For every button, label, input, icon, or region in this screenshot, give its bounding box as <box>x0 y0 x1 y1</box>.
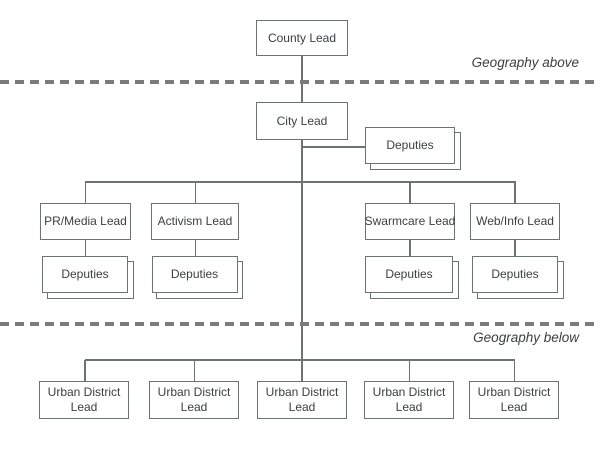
connector-stub-district-5 <box>513 360 515 381</box>
node-urban-district-lead-3: Urban District Lead <box>257 381 347 419</box>
node-swarmcare-lead: Swarmcare Lead <box>365 203 455 240</box>
connector-prmedia-to-deputies <box>84 240 87 256</box>
node-urban-district-lead-1: Urban District Lead <box>39 381 129 419</box>
connector-city-to-deputies <box>302 146 365 148</box>
connector-webinfo-to-deputies <box>514 240 516 256</box>
connector-stub-prmedia <box>84 182 87 203</box>
connector-stub-district-4 <box>408 360 410 381</box>
connector-stub-webinfo <box>514 182 516 203</box>
separator-geography-below <box>0 322 600 326</box>
node-prmedia-lead: PR/Media Lead <box>40 203 131 240</box>
node-urban-district-lead-4: Urban District Lead <box>364 381 454 419</box>
geography-above-label: Geography above <box>471 55 579 70</box>
node-urban-district-lead-2: Urban District Lead <box>149 381 239 419</box>
connector-upper-bus <box>84 181 516 183</box>
node-city-lead: City Lead <box>256 102 348 140</box>
connector-county-to-city <box>301 56 303 102</box>
connector-stub-district-2 <box>193 360 195 381</box>
geography-below-label: Geography below <box>473 330 579 345</box>
node-urban-district-lead-5: Urban District Lead <box>469 381 559 419</box>
connector-city-main-vertical <box>301 140 303 381</box>
node-swarmcare-deputies: Deputies <box>365 256 459 299</box>
connector-lower-bus <box>84 359 515 361</box>
connector-swarmcare-to-deputies <box>409 240 411 256</box>
connector-activism-to-deputies <box>194 240 196 256</box>
node-activism-deputies: Deputies <box>151 256 243 299</box>
connector-stub-district-1 <box>84 360 86 381</box>
node-city-deputies: Deputies <box>365 127 461 170</box>
node-county-lead: County Lead <box>256 20 348 56</box>
node-webinfo-deputies: Deputies <box>472 256 564 299</box>
separator-geography-above <box>0 80 600 84</box>
connector-stub-activism <box>194 182 196 203</box>
node-activism-lead: Activism Lead <box>151 203 239 240</box>
connector-stub-swarmcare <box>409 182 411 203</box>
node-webinfo-lead: Web/Info Lead <box>470 203 560 240</box>
node-prmedia-deputies: Deputies <box>42 256 134 299</box>
